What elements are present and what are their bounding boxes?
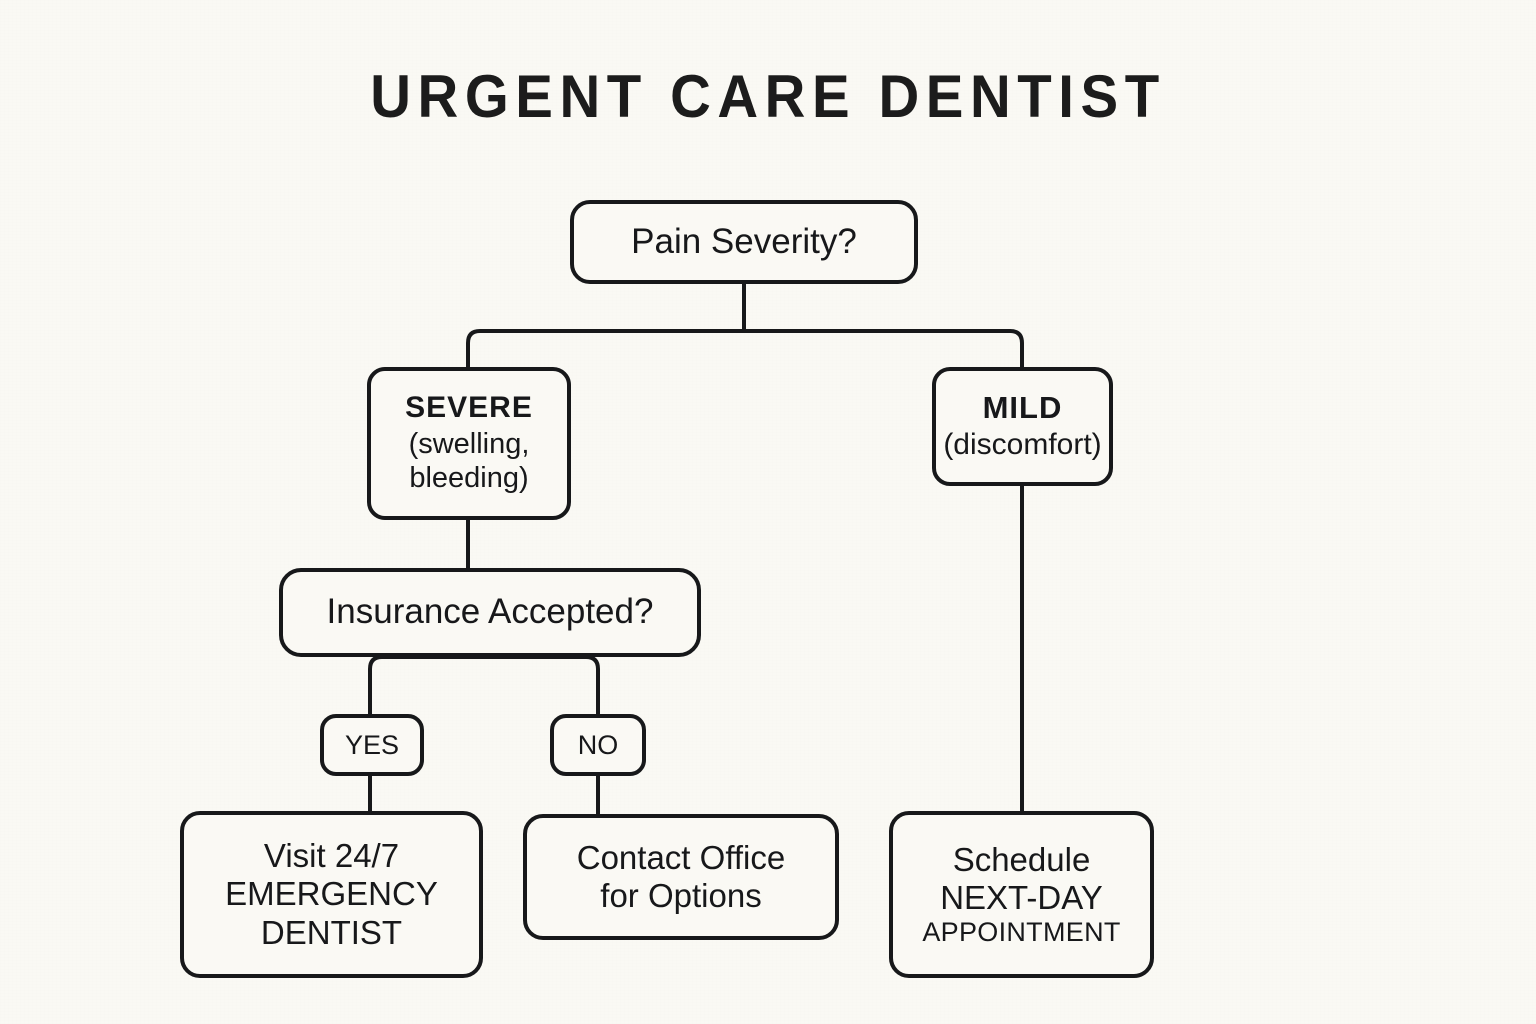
edge-label-no[interactable]: NO — [550, 714, 646, 776]
node-mild[interactable]: MILD (discomfort) — [932, 367, 1113, 486]
node-severe-heading: SEVERE — [405, 391, 533, 425]
node-contact-office[interactable]: Contact Office for Options — [523, 814, 839, 940]
node-next-day-appointment-line-3: APPOINTMENT — [922, 917, 1121, 948]
node-emergency-dentist[interactable]: Visit 24/7 EMERGENCY DENTIST — [180, 811, 483, 978]
node-emergency-dentist-line-2: EMERGENCY — [225, 875, 438, 913]
node-contact-office-line-1: Contact Office — [576, 838, 786, 876]
node-pain-severity-label: Pain Severity? — [631, 221, 857, 261]
node-emergency-dentist-line-3: DENTIST — [260, 913, 403, 951]
node-insurance-accepted-label: Insurance Accepted? — [326, 592, 654, 632]
node-mild-detail-line-1: (discomfort) — [943, 428, 1102, 462]
node-next-day-appointment[interactable]: Schedule NEXT-DAY APPOINTMENT — [889, 811, 1154, 978]
node-contact-office-line-2: for Options — [600, 877, 762, 914]
node-insurance-accepted[interactable]: Insurance Accepted? — [279, 568, 701, 657]
edge-label-yes[interactable]: YES — [320, 714, 424, 776]
node-next-day-appointment-line-1: Schedule — [952, 840, 1091, 878]
node-pain-severity[interactable]: Pain Severity? — [570, 200, 918, 284]
node-severe-detail-line-1: (swelling, — [408, 428, 530, 461]
node-mild-heading: MILD — [982, 390, 1063, 426]
node-next-day-appointment-line-2: NEXT-DAY — [940, 878, 1103, 916]
page-title: URGENT CARE DENTIST — [370, 63, 1166, 130]
edge-label-no-text: NO — [577, 729, 619, 760]
node-emergency-dentist-line-1: Visit 24/7 — [263, 837, 400, 875]
node-severe[interactable]: SEVERE (swelling, bleeding) — [367, 367, 571, 520]
edge-insurance-split — [368, 655, 600, 714]
edge-label-yes-text: YES — [344, 729, 400, 760]
node-severe-detail-line-2: bleeding) — [409, 461, 529, 494]
edge-root-split — [466, 329, 1024, 367]
